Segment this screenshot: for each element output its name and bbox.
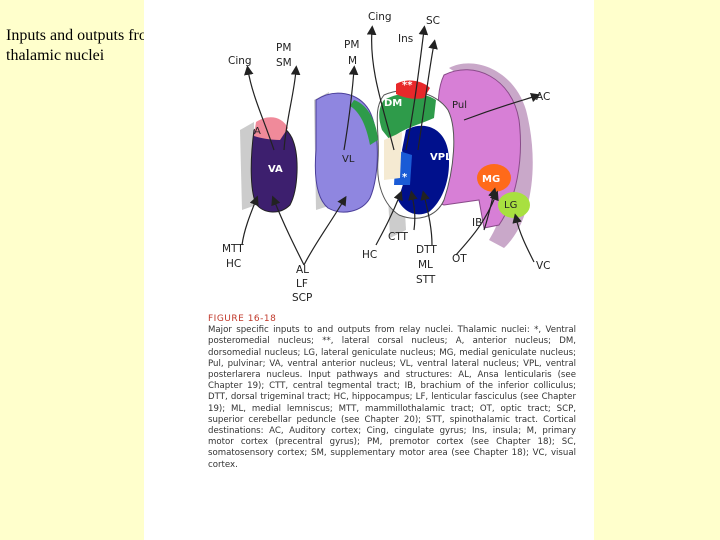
label-ib: IB [472,217,482,229]
figure-panel: Cing SC Ins Cing PM SM PM M AC DM Pul A … [144,0,594,540]
dm-nucleus [379,93,436,140]
label-scp: SCP [292,292,312,304]
mg-nucleus [477,164,511,192]
label-ot: OT [452,253,467,265]
cream-region [384,132,402,180]
label-cing-top: Cing [368,11,392,23]
lg-nucleus [498,192,530,218]
output-arrows [244,25,541,151]
label-pm-left: PM [276,42,291,54]
vl-nucleus [314,92,378,213]
thalamus-diagram: Cing SC Ins Cing PM SM PM M AC DM Pul A … [222,11,551,304]
label-lf: LF [296,278,308,290]
slide-title: Inputs and outputs from thalamic nuclei [6,27,160,64]
caption-body: Major specific inputs to and outputs fro… [208,325,576,470]
green-strip [350,100,378,145]
label-lg: LG [504,200,517,211]
label-cing-left: Cing [228,55,252,67]
label-va: VA [268,164,283,175]
label-mg: MG [482,174,500,185]
label-star2: ** [402,80,413,91]
red-nucleus-top [396,80,430,99]
label-ac: AC [536,91,550,103]
label-stt: STT [416,274,436,286]
label-ctt: CTT [388,231,409,243]
label-star1: * [402,172,408,183]
label-hc-mid: HC [362,249,377,261]
anterior-nucleus [254,117,288,140]
label-ins: Ins [398,33,413,45]
caption-heading: FIGURE 16-18 [208,314,277,324]
label-sc: SC [426,15,440,27]
label-dtt: DTT [416,244,437,256]
label-ml: ML [418,259,433,271]
label-al: AL [296,264,309,276]
label-m: M [348,55,357,67]
label-mtt: MTT [222,243,244,255]
input-arrows [241,187,535,266]
label-dm: DM [384,98,402,109]
label-sm: SM [276,57,292,69]
figure-caption: FIGURE 16-18 Major specific inputs to an… [208,314,576,471]
label-a: A [254,126,261,137]
label-hc-left: HC [226,258,241,270]
label-pul: Pul [452,100,467,111]
label-vc: VC [536,260,551,272]
label-pm-mid: PM [344,39,359,51]
label-vl: VL [342,154,355,165]
label-vpl: VPL [430,152,452,163]
